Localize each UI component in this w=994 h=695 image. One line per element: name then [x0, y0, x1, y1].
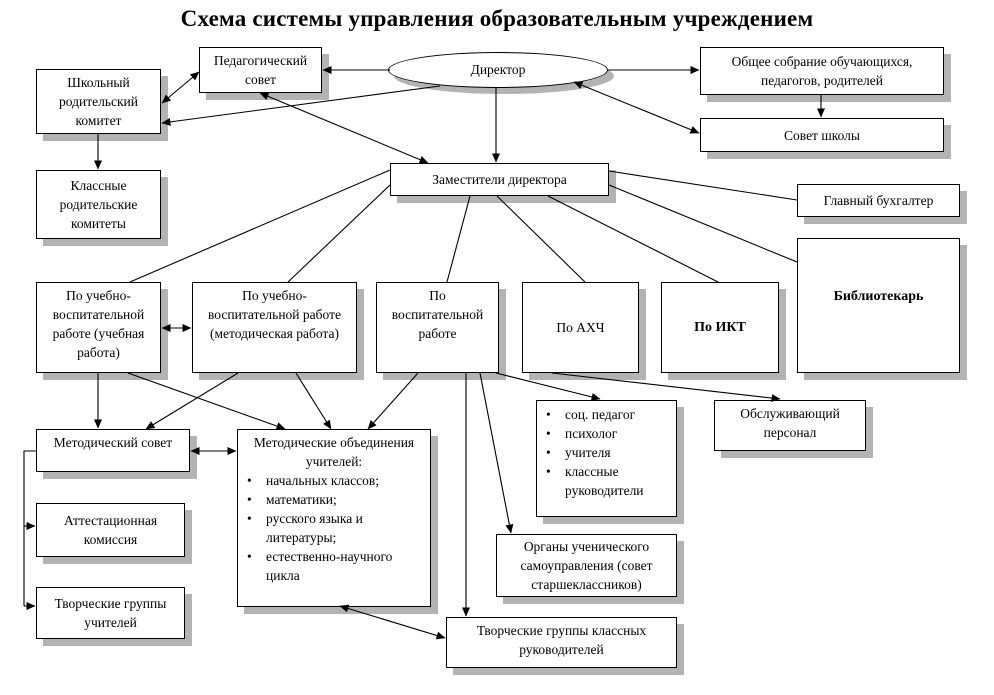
label-line: работе: [418, 326, 457, 341]
node-pedagogical-council: Педагогический совет: [199, 47, 322, 93]
label-line: По учебно-: [66, 288, 131, 303]
connector: [127, 372, 286, 430]
node-dep-ikt: По ИКТ: [661, 282, 779, 373]
diagram-title: Схема системы управления образовательным…: [180, 6, 814, 31]
connector: [479, 372, 514, 534]
label-line: Библиотекарь: [833, 289, 924, 304]
label-line: Педагогический: [213, 53, 308, 68]
staff-list: соц. педагог психолог учителя классные р…: [537, 405, 676, 500]
label-line: руководителей: [519, 642, 604, 657]
label-line: По АХЧ: [556, 320, 605, 335]
connector: [573, 81, 700, 134]
label-line: Совет школы: [784, 127, 860, 143]
list-item: классные руководители: [537, 462, 655, 500]
label-line: По учебно-: [242, 288, 307, 303]
node-staff-list: соц. педагог психолог учителя классные р…: [536, 400, 677, 517]
label-line: учителей: [84, 615, 137, 630]
node-director: Директор: [388, 52, 608, 88]
label-line: родительские: [59, 197, 138, 212]
label-line: педагогов, родителей: [761, 73, 883, 88]
connector: [129, 169, 391, 283]
label-line: Заместители директора: [432, 172, 567, 187]
node-general-meeting: Общее собрание обучающихся, педагогов, р…: [700, 47, 944, 95]
label-line: (методическая работа): [210, 326, 339, 341]
connector: [161, 71, 200, 104]
connector: [496, 195, 586, 283]
list-item: соц. педагог: [537, 405, 676, 424]
connector: [287, 184, 391, 283]
node-service-staff: Обслуживающий персонал: [714, 400, 866, 451]
label-line: учителей:: [305, 454, 363, 469]
label-line: Методические объединения: [253, 435, 415, 450]
list-item: математики;: [238, 490, 420, 509]
connector: [259, 92, 429, 164]
label-line: По: [429, 288, 446, 303]
node-teacher-groups: Творческие группы учителей: [36, 587, 185, 639]
list-item: начальных классов;: [238, 471, 420, 490]
node-class-teacher-groups: Творческие группы классных руководителей: [446, 617, 677, 668]
connector: [367, 372, 419, 430]
node-director-label: Директор: [470, 62, 526, 77]
node-class-parent-committees: Классные родительские комитеты: [36, 170, 161, 239]
label-line: По ИКТ: [694, 320, 746, 335]
connector: [23, 450, 36, 606]
label-line: Творческие группы классных: [476, 623, 647, 638]
node-dep-ahch: По АХЧ: [522, 282, 639, 373]
label-line: персонал: [763, 425, 817, 440]
connector: [608, 184, 798, 263]
connector: [145, 372, 239, 430]
label-line: Общее собрание обучающихся,: [731, 54, 913, 69]
list-item: учителя: [537, 443, 676, 462]
label-line: комитет: [75, 113, 122, 128]
label-line: работе (учебная: [52, 326, 145, 341]
list-item: психолог: [537, 424, 676, 443]
node-school-parent-committee: Школьный родительский комитет: [36, 69, 161, 134]
node-dep-upbringing: По воспитательной работе: [376, 282, 499, 373]
connector: [446, 195, 471, 283]
label-line: комитеты: [71, 216, 126, 231]
node-method-unions: Методические объединения учителей: начал…: [237, 429, 431, 607]
node-method-council: Методический совет: [36, 429, 190, 472]
node-attestation: Аттестационная комиссия: [36, 503, 185, 557]
connector: [608, 170, 798, 201]
label-line: Методический совет: [53, 435, 173, 450]
label-line: родительский: [59, 94, 138, 109]
connector: [295, 372, 332, 430]
label-line: Главный бухгалтер: [823, 193, 934, 208]
connector: [339, 604, 446, 640]
node-deputies: Заместители директора: [390, 163, 609, 196]
label-line: Аттестационная: [63, 513, 158, 528]
list-item: естественно-научного цикла: [238, 547, 416, 585]
label-line: воспитательной: [52, 307, 145, 322]
connector: [547, 195, 719, 283]
connector: [495, 372, 601, 401]
node-school-council: Совет школы: [700, 118, 944, 152]
label-line: совет: [245, 72, 276, 87]
label-line: самоуправления (совет: [520, 558, 653, 573]
label-line: комиссия: [83, 532, 138, 547]
connector: [551, 372, 781, 403]
method-unions-list: начальных классов; математики; русского …: [238, 471, 430, 585]
label-line: воспитательной работе: [208, 307, 341, 322]
label-line: Школьный: [67, 75, 130, 90]
node-dep-method: По учебно- воспитательной работе (методи…: [192, 282, 357, 373]
node-student-government: Органы ученического самоуправления (сове…: [496, 534, 677, 597]
list-item: русского языка и литературы;: [238, 509, 406, 547]
node-librarian: Библиотекарь: [797, 238, 960, 373]
label-line: Обслуживающий: [740, 406, 840, 421]
label-line: Органы ученического: [523, 539, 650, 554]
label-line: работа): [77, 345, 120, 360]
node-dep-study: По учебно- воспитательной работе (учебна…: [36, 282, 161, 373]
label-line: воспитательной: [391, 307, 484, 322]
label-line: Творческие группы: [54, 596, 167, 611]
label-line: старшеклассников): [531, 577, 642, 592]
node-chief-accountant: Главный бухгалтер: [797, 184, 960, 217]
label-line: Классные: [70, 178, 127, 193]
